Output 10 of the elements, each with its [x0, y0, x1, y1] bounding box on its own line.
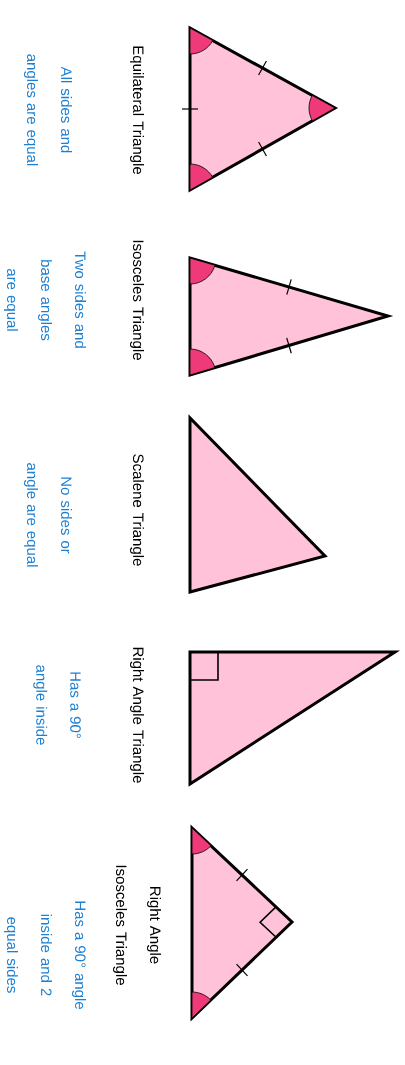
triangle-name: Scalene Triangle — [130, 454, 144, 566]
description-text: No sides or angle are equal — [24, 463, 72, 567]
triangle-name: Right Angle Triangle — [130, 647, 144, 783]
triangle-name: Isosceles Triangle — [130, 240, 144, 360]
triangle-name: Equilateral Triangle — [130, 46, 144, 175]
triangle-name: Right Angle Isosceles Triangle — [113, 865, 161, 985]
description-text: Has a 90° angle inside and 2 equal sides — [4, 901, 86, 1009]
description-text: Two sides and base angles are equal — [4, 251, 86, 348]
description-text: Has a 90° angle inside — [33, 665, 81, 745]
description-text: All sides and angles are equal — [24, 54, 72, 166]
